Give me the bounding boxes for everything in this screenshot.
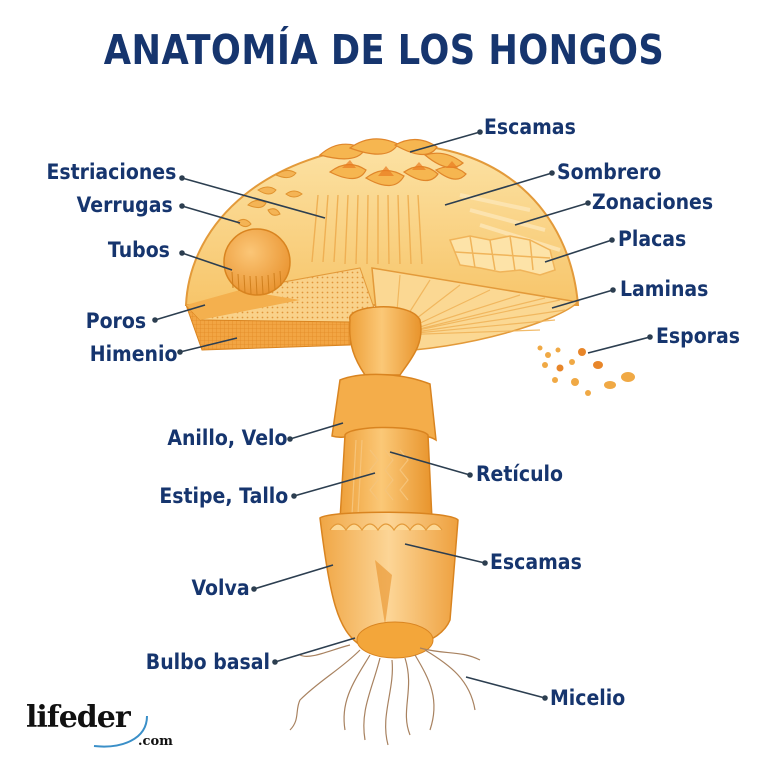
label-laminas: Laminas [620,277,709,301]
label-anillo-velo: Anillo, Velo [166,426,287,450]
label-sombrero: Sombrero [557,160,662,184]
label-poros: Poros [85,309,146,333]
cap [184,138,580,353]
label-esporas: Esporas [656,324,741,348]
label-reticulo: Retículo [476,462,564,486]
label-placas: Placas [618,227,687,251]
leader-lines [152,129,653,701]
spores [537,345,635,396]
stem [319,306,459,659]
label-escamas-volva: Escamas [490,550,582,574]
label-estriaciones: Estriaciones [46,160,176,184]
label-himenio: Himenio [89,342,177,366]
label-micelio: Micelio [550,686,626,710]
logo-swoosh-icon [93,715,148,748]
mycelium [289,644,481,746]
label-verrugas: Verrugas [76,193,173,217]
logo-suffix: .com [138,734,173,749]
label-escamas-cap: Escamas [484,115,576,139]
logo-name: lifeder [26,700,131,735]
page-title: ANATOMÍA DE LOS HONGOS [103,26,665,74]
label-tubos: Tubos [107,238,170,262]
lifeder-logo: lifeder .com [26,700,173,749]
label-estipe-tallo: Estipe, Tallo [159,484,288,508]
label-bulbo-basal: Bulbo basal [145,650,270,674]
label-volva: Volva [191,576,250,600]
label-zonaciones: Zonaciones [592,190,714,214]
